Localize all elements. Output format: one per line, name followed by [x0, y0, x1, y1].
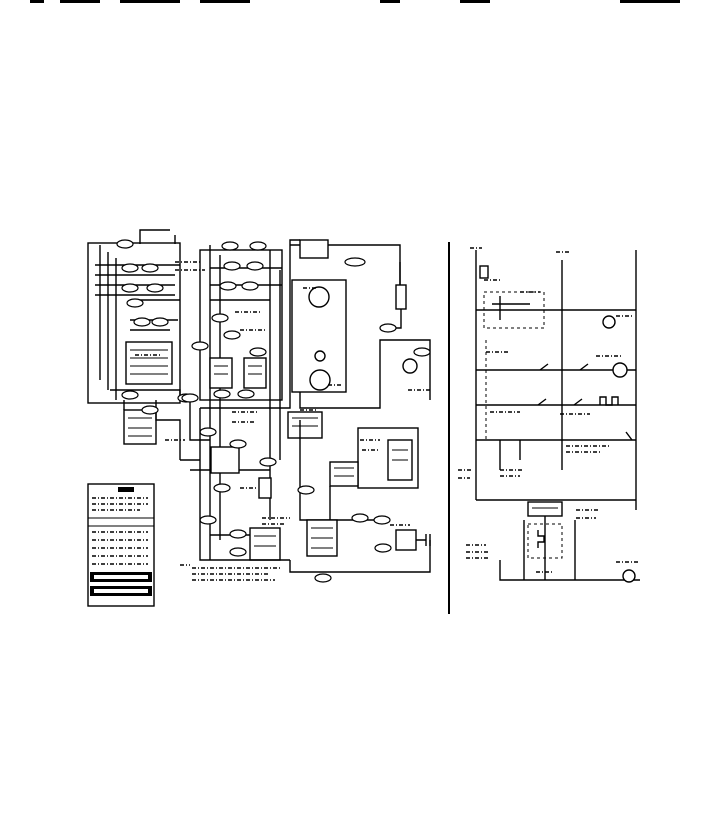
top-edge-marks [30, 0, 680, 3]
right-schematic [458, 247, 640, 583]
left-schematic [87, 229, 431, 607]
